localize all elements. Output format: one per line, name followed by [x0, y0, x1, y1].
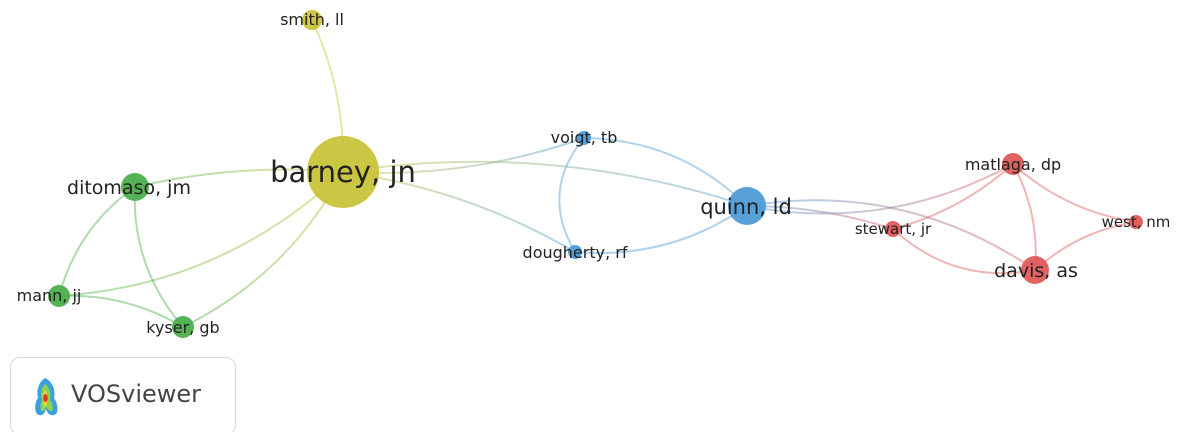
node-davis[interactable]: [1021, 256, 1049, 284]
link-barney-mann[interactable]: [58, 171, 344, 297]
node-label-kyser[interactable]: kyser, gb: [146, 318, 219, 337]
link-quinn-davis[interactable]: [746, 199, 1036, 271]
link-voigt-quinn[interactable]: [583, 137, 748, 207]
link-quinn-dougherty[interactable]: [574, 205, 748, 255]
node-label-dougherty[interactable]: dougherty, rf: [523, 243, 628, 262]
link-barney-quinn[interactable]: [342, 160, 748, 207]
link-quinn-matlaga[interactable]: [746, 163, 1014, 215]
node-barney[interactable]: [307, 136, 379, 208]
node-dougherty[interactable]: [568, 245, 582, 259]
vosviewer-logo: VOSviewer: [10, 357, 236, 432]
node-label-ditomaso[interactable]: ditomaso, jm: [67, 177, 191, 199]
node-label-stewart[interactable]: stewart, jr: [855, 220, 932, 238]
node-quinn[interactable]: [728, 187, 766, 225]
node-kyser[interactable]: [172, 316, 194, 338]
node-label-west[interactable]: west, nm: [1102, 213, 1171, 231]
node-ditomaso[interactable]: [121, 173, 149, 201]
link-ditomaso-kyser[interactable]: [133, 186, 184, 328]
link-matlaga-west[interactable]: [1012, 163, 1137, 223]
labels-layer: barney, jn smith, ll ditomaso, jm mann, jj k…: [17, 10, 1171, 337]
link-mann-kyser[interactable]: [58, 294, 184, 328]
node-label-quinn[interactable]: quinn, ld: [700, 195, 792, 219]
vosviewer-heatmap-icon: [35, 378, 58, 416]
node-label-davis[interactable]: davis, as: [994, 260, 1078, 282]
node-west[interactable]: [1129, 215, 1143, 229]
node-mann[interactable]: [48, 285, 70, 307]
nodes-layer: [48, 10, 1143, 338]
link-stewart-matlaga[interactable]: [892, 163, 1014, 230]
vosviewer-logo-text: VOSviewer: [71, 380, 202, 408]
node-label-mann[interactable]: mann, jj: [17, 286, 82, 305]
links-layer: [58, 19, 1137, 328]
link-ditomaso-mann[interactable]: [58, 186, 136, 297]
node-voigt[interactable]: [577, 131, 591, 145]
link-stewart-davis[interactable]: [892, 228, 1036, 275]
node-matlaga[interactable]: [1002, 153, 1024, 175]
link-voigt-dougherty[interactable]: [558, 137, 585, 253]
node-label-smith[interactable]: smith, ll: [280, 10, 344, 29]
node-stewart[interactable]: [885, 221, 901, 237]
node-smith[interactable]: [302, 10, 322, 30]
node-label-barney[interactable]: barney, jn: [270, 155, 416, 189]
node-label-matlaga[interactable]: matlaga, dp: [965, 155, 1061, 174]
node-label-voigt[interactable]: voigt, tb: [551, 128, 618, 147]
